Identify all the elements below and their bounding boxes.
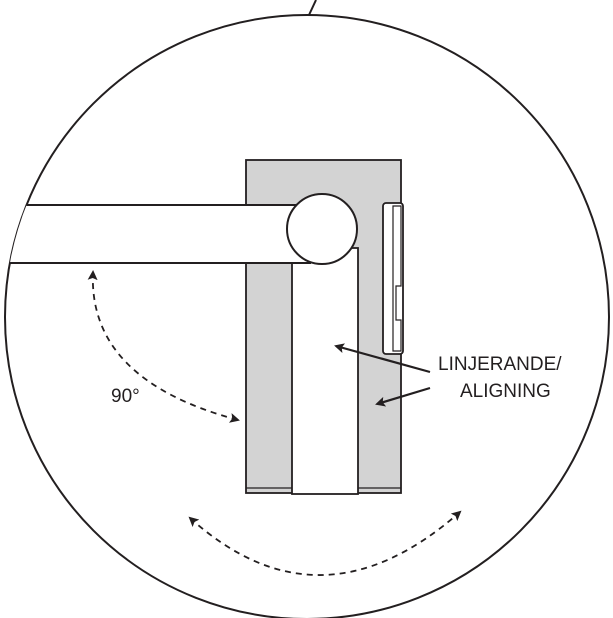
- callout-arrow-plate: [375, 386, 431, 407]
- angle-arrow: [87, 270, 240, 423]
- rotation-arrow: [188, 510, 462, 576]
- side-bracket: [382, 202, 404, 355]
- center-channel: [291, 247, 359, 495]
- callout-label-line2: ALIGNING: [460, 381, 551, 402]
- top-leader-line: [308, 0, 317, 16]
- arm: [5, 204, 311, 264]
- callout-arrow-channel: [334, 343, 431, 374]
- angle-label: 90°: [111, 386, 140, 407]
- callout-label-line1: LINJERANDE/: [438, 354, 562, 375]
- pivot-knob: [286, 193, 358, 265]
